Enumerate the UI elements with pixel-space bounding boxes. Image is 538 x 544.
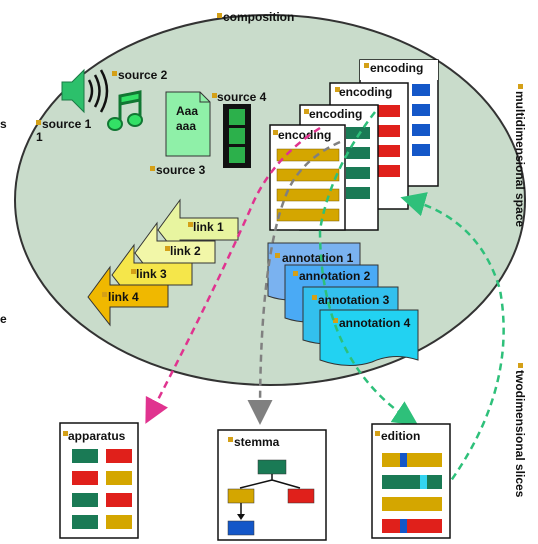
- svg-text:annotation 1: annotation 1: [282, 251, 354, 265]
- multidimensional-label: multidimensional space: [513, 91, 527, 227]
- bullet-icon: [36, 120, 41, 125]
- svg-text:aaa: aaa: [176, 119, 196, 133]
- svg-text:encoding: encoding: [278, 128, 331, 142]
- speaker-icon: [61, 68, 109, 114]
- cropped-letter-s: s: [0, 117, 7, 131]
- svg-text:annotation 2: annotation 2: [299, 269, 371, 283]
- svg-text:apparatus: apparatus: [68, 429, 126, 443]
- bullet-icon: [212, 93, 217, 98]
- bullet-icon: [150, 166, 155, 171]
- annotation-sheet-4: annotation 4: [319, 309, 419, 366]
- apparatus-slice: apparatus: [59, 422, 139, 539]
- svg-text:link 3: link 3: [136, 267, 167, 281]
- edition-slice: edition: [371, 423, 451, 539]
- svg-text:Aaa: Aaa: [176, 104, 198, 118]
- composition-label: composition: [223, 10, 294, 24]
- source-1-number: 1: [36, 130, 43, 144]
- source-4-label: source 4: [217, 90, 267, 104]
- connector-green-curve: [400, 192, 505, 509]
- svg-text:link 2: link 2: [170, 244, 201, 258]
- source-1-label: source 1: [42, 117, 92, 131]
- svg-text:link 4: link 4: [108, 290, 139, 304]
- stemma-slice: stemma: [217, 429, 327, 541]
- connector-magenta: [145, 126, 321, 424]
- svg-text:link 1: link 1: [193, 220, 224, 234]
- bullet-icon: [518, 84, 523, 89]
- svg-text:stemma: stemma: [234, 435, 280, 449]
- svg-text:edition: edition: [381, 429, 420, 443]
- source-3-label: source 3: [156, 163, 206, 177]
- cropped-letter-e: e: [0, 312, 7, 326]
- svg-text:annotation 4: annotation 4: [339, 316, 411, 330]
- document-icon: Aaa aaa: [165, 91, 211, 157]
- twodimensional-label: twodimensional slices: [513, 370, 527, 498]
- svg-text:encoding: encoding: [339, 85, 392, 99]
- bullet-icon: [112, 71, 117, 76]
- music-note-icon: [107, 90, 143, 131]
- svg-text:encoding: encoding: [309, 107, 362, 121]
- bullet-icon: [518, 363, 523, 368]
- svg-text:annotation 3: annotation 3: [318, 293, 390, 307]
- svg-text:encoding: encoding: [370, 61, 423, 75]
- encoding-page-1: encoding: [269, 124, 346, 231]
- film-strip-icon: [223, 104, 251, 168]
- bullet-icon: [217, 13, 222, 18]
- connector-teal: [318, 111, 419, 426]
- link-arrow-4: link 4: [87, 265, 169, 327]
- source-2-label: source 2: [118, 68, 168, 82]
- connector-gray: [247, 140, 341, 425]
